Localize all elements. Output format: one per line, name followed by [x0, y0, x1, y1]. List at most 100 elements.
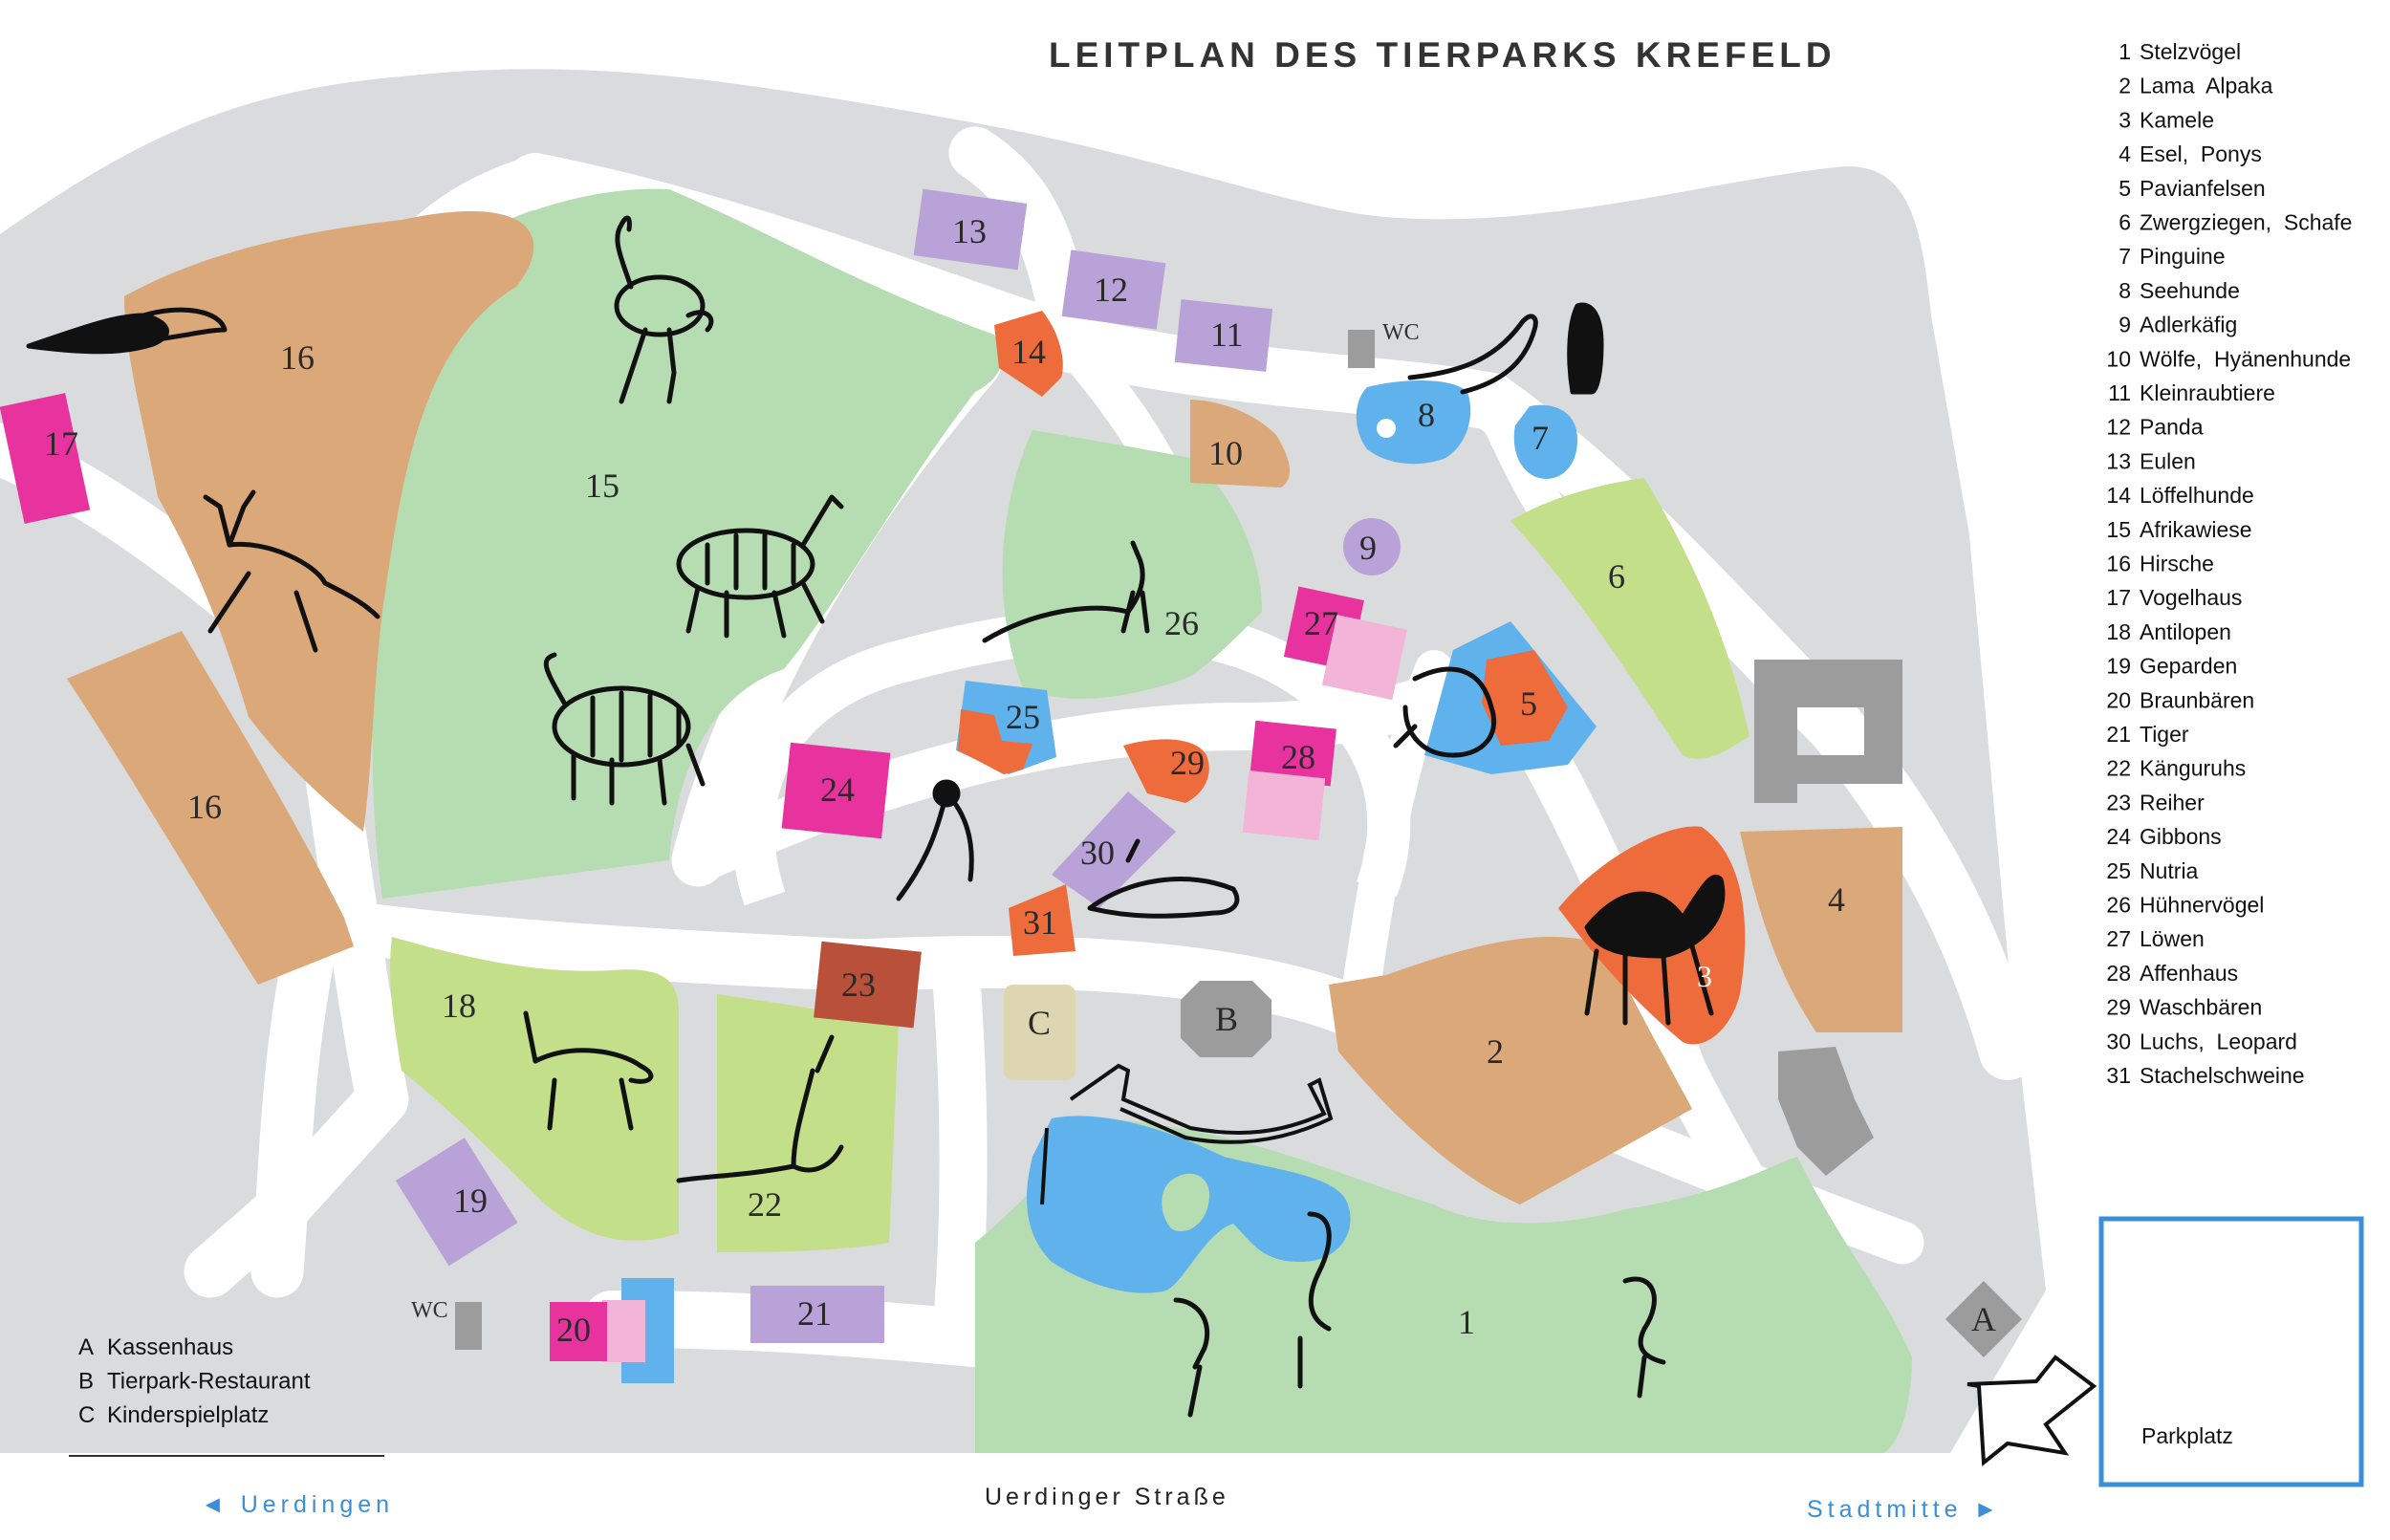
enclosure-numbers: 1 2 3 4 5 6 7 8 9 10 11 12 13 14 15 16 1…: [44, 212, 1845, 1349]
enclosure-30-area[interactable]: [1052, 792, 1176, 908]
enclosure-26-area[interactable]: [1002, 430, 1262, 699]
enclosure-15-number: 15: [585, 466, 619, 505]
enclosure-19-area[interactable]: [395, 1138, 518, 1267]
facility-a-ticket-house[interactable]: [1945, 1281, 2022, 1357]
zebra-icon: [676, 494, 844, 639]
legend-entry-3: Kamele: [2140, 107, 2214, 132]
enclosure-2-area[interactable]: [1329, 937, 1692, 1204]
legend-entry-13: Eulen: [2140, 448, 2196, 473]
legend-number-8: 8: [2118, 278, 2131, 303]
camel-icon: [1584, 875, 1726, 1026]
enclosure-28-area[interactable]: [1249, 720, 1336, 787]
enclosure-29-area[interactable]: [1123, 739, 1209, 803]
legend-number-10: 10: [2106, 346, 2131, 371]
legend-entry-23: Reiher: [2140, 790, 2205, 814]
enclosure-15-area[interactable]: [372, 188, 1003, 900]
direction-stadtmitte: Stadtmitte ►: [1807, 1496, 2002, 1523]
kangaroo-icon: [676, 1034, 844, 1183]
enclosure-16-upper-area[interactable]: [124, 210, 534, 832]
building-southeast: [1778, 1047, 1874, 1176]
enclosure-9-area[interactable]: [1343, 518, 1401, 575]
legend-entry-25: Nutria: [2140, 858, 2199, 883]
facility-legend-key-a: A: [78, 1334, 94, 1360]
legend-entry-14: Löffelhunde: [2140, 483, 2254, 508]
enclosure-27-number: 27: [1304, 604, 1338, 642]
enclosure-23-number: 23: [841, 965, 876, 1004]
enclosure-25-number: 25: [1006, 698, 1040, 736]
enclosure-14-area[interactable]: [994, 311, 1063, 397]
enclosure-16-lower-area[interactable]: [67, 631, 354, 985]
legend-entry-1: Stelzvögel: [2140, 39, 2241, 64]
facility-a-label: A: [1971, 1300, 1996, 1338]
enclosure-31-area[interactable]: [1009, 884, 1076, 956]
legend-number-26: 26: [2106, 893, 2131, 918]
legend-entry-31: Stachelschweine: [2140, 1063, 2305, 1088]
legend-number-13: 13: [2106, 448, 2131, 473]
enclosure-24-number: 24: [820, 770, 855, 809]
enclosure-4-number: 4: [1828, 880, 1845, 919]
parking-area[interactable]: [2098, 1216, 2364, 1487]
facility-c-playground[interactable]: [1004, 985, 1076, 1080]
enclosure-11-number: 11: [1210, 315, 1244, 354]
legend-entry-12: Panda: [2140, 415, 2204, 440]
lake-island: [1162, 1173, 1209, 1232]
legend-number-12: 12: [2106, 415, 2131, 440]
facility-legend-entry-a: Kassenhaus: [107, 1334, 233, 1360]
legend-entry-8: Seehunde: [2140, 278, 2240, 303]
enclosure-26-number: 26: [1164, 604, 1199, 642]
map-title: LEITPLAN DES TIERPARKS KREFELD: [1049, 35, 1836, 75]
legend-entry-22: Känguruhs: [2140, 756, 2246, 781]
enclosure-20-area[interactable]: [550, 1302, 607, 1361]
legend-entry-6: Zwergziegen, Schafe: [2140, 210, 2352, 235]
legend-entry-24: Gibbons: [2140, 824, 2222, 849]
enclosure-11-area[interactable]: [1174, 299, 1273, 372]
legend-number-25: 25: [2106, 858, 2131, 883]
deer-icon: [203, 489, 380, 653]
legend-number-5: 5: [2118, 176, 2131, 201]
enclosure-23-area[interactable]: [814, 941, 922, 1029]
enclosure-19-number: 19: [453, 1182, 488, 1220]
legend-number-30: 30: [2106, 1029, 2131, 1053]
parking-label: Parkplatz: [2141, 1423, 2233, 1448]
enclosure-17-area[interactable]: [0, 393, 91, 524]
building-east: [1754, 660, 1902, 803]
legend-entry-19: Geparden: [2140, 654, 2237, 679]
enclosure-1-number: 1: [1458, 1303, 1475, 1341]
enclosure-3-number: 3: [1697, 959, 1712, 993]
enclosure-10-area[interactable]: [1190, 400, 1291, 488]
enclosure-8-number: 8: [1418, 396, 1435, 434]
enclosure-18-area[interactable]: [390, 937, 679, 1241]
enclosure-31-number: 31: [1023, 903, 1057, 942]
penguin-icon: [1567, 302, 1604, 395]
facility-legend-key-c: C: [78, 1402, 95, 1428]
enclosure-27-annex: [1321, 615, 1407, 701]
enclosure-12-area[interactable]: [1061, 249, 1166, 330]
legend-entry-20: Braunbären: [2140, 687, 2254, 712]
legend-number-4: 4: [2118, 141, 2131, 166]
enclosure-13-area[interactable]: [913, 188, 1028, 271]
facility-b-restaurant[interactable]: [1181, 981, 1271, 1057]
enclosure-22-area[interactable]: [717, 994, 899, 1252]
enclosure-6-number: 6: [1608, 557, 1625, 596]
legend-entry-15: Afrikawiese: [2140, 517, 2252, 542]
enclosure-6-area[interactable]: [1510, 478, 1749, 759]
zebra-2-icon: [543, 652, 706, 806]
leopard-icon: [1087, 838, 1240, 919]
enclosure-8-area[interactable]: [1356, 380, 1471, 465]
legend-number-31: 31: [2106, 1063, 2131, 1088]
legend-number-28: 28: [2106, 961, 2131, 986]
enclosure-20-annex: [602, 1300, 645, 1362]
enclosure-12-number: 12: [1094, 271, 1128, 309]
enclosure-24-area[interactable]: [781, 742, 891, 839]
enclosure-10-number: 10: [1208, 434, 1243, 472]
enclosure-21-number: 21: [797, 1294, 832, 1333]
enclosure-18-number: 18: [442, 987, 476, 1025]
enclosure-21-area[interactable]: [750, 1286, 884, 1343]
enclosure-7-area[interactable]: [1513, 404, 1577, 479]
entrance-arrow-icon: [1966, 1355, 2097, 1466]
legend-number-1: 1: [2118, 39, 2131, 64]
enclosure-4-area[interactable]: [1740, 827, 1902, 1032]
